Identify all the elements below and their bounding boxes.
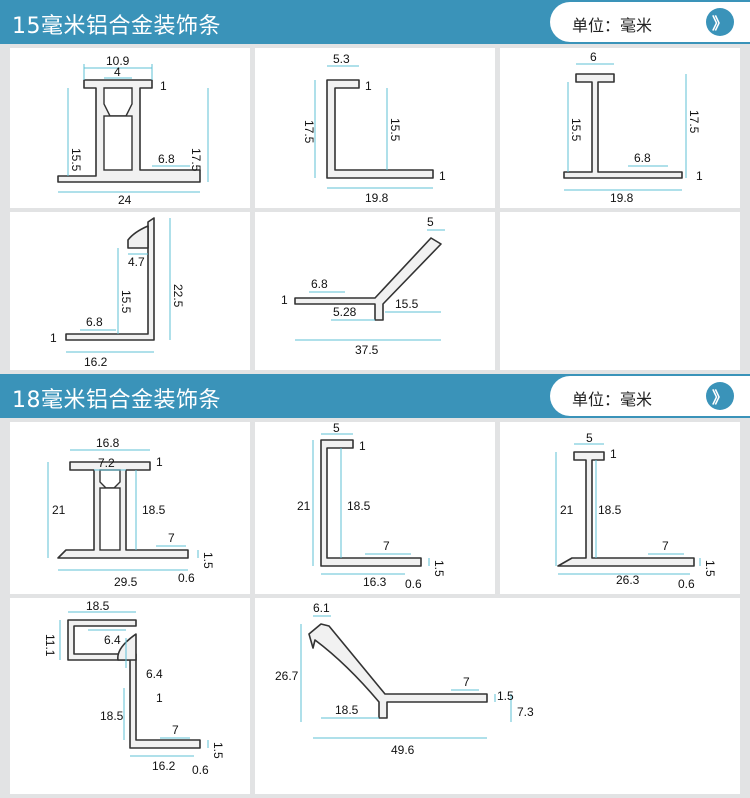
section2-next-button[interactable]: 》	[706, 382, 734, 410]
h-profile-drawing	[57, 79, 201, 183]
dim-label: 1	[160, 79, 167, 93]
dim-label: 1	[156, 691, 163, 705]
dim-label: 1	[50, 331, 57, 345]
dim-label: 29.5	[114, 575, 138, 589]
dim-label: 21	[560, 503, 574, 517]
dim-label: 10.9	[106, 54, 130, 68]
dim-label: 18.5	[347, 499, 371, 513]
dim-label: 16.8	[96, 436, 120, 450]
section2-profile-5: 6.1 26.7 7 1.5 18.5 7.3 49.6	[255, 598, 740, 794]
dim-label: 7	[172, 723, 179, 737]
dim-label: 1	[359, 439, 366, 453]
section1-empty-cell	[500, 212, 740, 370]
dim-label: 37.5	[355, 343, 379, 357]
dim-label: 18.5	[100, 709, 124, 723]
dim-label: 5	[586, 431, 593, 445]
dim-label: 15.5	[569, 118, 583, 142]
dim-label: 49.6	[391, 743, 415, 757]
section1-next-button[interactable]: 》	[706, 8, 734, 36]
section2-profile-4: 18.5 11.1 6.4 6.4 1 18.5 7 1.5 16.2 0.6	[10, 598, 250, 794]
dim-label: 6	[590, 50, 597, 64]
section2-title: 18毫米铝合金装饰条	[12, 388, 221, 413]
dim-label: 1	[439, 169, 446, 183]
dim-label: 17.5	[302, 120, 316, 144]
section1-banner: 15毫米铝合金装饰条 单位：毫米 》	[0, 0, 750, 44]
section2-grid: 16.8 7.2 1 21 18.5 7 1.5 29.5 0.6 5 1 2	[0, 418, 750, 798]
dim-label: 0.6	[178, 571, 195, 585]
section1-unit-pill: 单位：毫米 》	[550, 2, 750, 42]
dim-label: 7.2	[98, 456, 115, 470]
dim-label: 6.8	[158, 152, 175, 166]
section2-profile-2: 5 1 21 18.5 7 1.5 16.3 0.6	[255, 422, 495, 594]
dim-label: 0.6	[678, 577, 695, 591]
dim-label: 15.5	[395, 297, 419, 311]
dim-label: 1	[696, 169, 703, 183]
dim-label: 17.5	[687, 110, 701, 134]
section2-unit-label: 单位：毫米	[572, 390, 653, 409]
dim-label: 0.6	[192, 763, 209, 777]
section2-banner: 18毫米铝合金装饰条 单位：毫米 》	[0, 374, 750, 418]
dim-label: 7.3	[517, 705, 534, 719]
dim-label: 1.5	[432, 560, 446, 577]
dim-label: 19.8	[610, 191, 634, 205]
dim-label: 1	[365, 79, 372, 93]
dim-label: 19.8	[365, 191, 389, 205]
section1-profile-2: 5.3 1 17.5 15.5 1 19.8	[255, 48, 495, 208]
section1-grid: 10.9 4 1 15.5 17.5 6.8 24 5.3 1 17.5 15.…	[0, 44, 750, 374]
dim-label: 6.8	[311, 277, 328, 291]
dim-label: 18.5	[335, 703, 359, 717]
section1-profile-1: 10.9 4 1 15.5 17.5 6.8 24	[10, 48, 250, 208]
dim-label: 16.2	[152, 759, 176, 773]
dim-label: 1	[156, 455, 163, 469]
dim-label: 15.5	[119, 290, 133, 314]
dim-label: 21	[52, 503, 66, 517]
dim-label: 5.28	[333, 305, 357, 319]
dim-label: 1.5	[497, 689, 514, 703]
dim-label: 6.4	[146, 667, 163, 681]
dim-label: 16.2	[84, 355, 108, 369]
dim-label: 6.8	[634, 151, 651, 165]
chevron-double-right-icon: 》	[711, 16, 728, 33]
chevron-double-right-icon: 》	[711, 390, 728, 407]
dim-label: 24	[118, 193, 132, 207]
dim-label: 18.5	[86, 599, 110, 613]
dim-label: 7	[463, 675, 470, 689]
dim-label: 15.5	[388, 118, 402, 142]
dim-label: 1.5	[201, 552, 215, 569]
dim-label: 18.5	[142, 503, 166, 517]
dim-label: 7	[662, 539, 669, 553]
dim-label: 1.5	[703, 560, 717, 577]
dim-label: 1.5	[211, 742, 225, 759]
dim-label: 6.4	[104, 633, 121, 647]
dim-label: 15.5	[69, 148, 83, 172]
section1-unit-label: 单位：毫米	[572, 16, 653, 35]
dim-label: 5	[427, 215, 434, 229]
dim-label: 22.5	[171, 284, 185, 308]
section1-profile-3: 6 15.5 17.5 6.8 1 19.8	[500, 48, 740, 208]
dim-label: 6.8	[86, 315, 103, 329]
dim-label: 5	[333, 422, 340, 435]
dim-label: 18.5	[598, 503, 622, 517]
section1-title: 15毫米铝合金装饰条	[12, 14, 221, 39]
dim-label: 26.7	[275, 669, 299, 683]
section2-unit-pill: 单位：毫米 》	[550, 376, 750, 416]
dim-label: 17.5	[189, 148, 203, 172]
dim-label: 1	[610, 447, 617, 461]
dim-label: 16.3	[363, 575, 387, 589]
dim-label: 1	[281, 293, 288, 307]
dim-label: 6.1	[313, 601, 330, 615]
dim-label: 21	[297, 499, 311, 513]
dim-label: 0.6	[405, 577, 422, 591]
section2-profile-3: 5 1 21 18.5 7 1.5 26.3 0.6	[500, 422, 740, 594]
dim-label: 4.7	[128, 255, 145, 269]
dim-label: 7	[168, 531, 175, 545]
dim-label: 11.1	[43, 634, 57, 657]
dim-label: 5.3	[333, 52, 350, 66]
section2-profile-1: 16.8 7.2 1 21 18.5 7 1.5 29.5 0.6	[10, 422, 250, 594]
dim-label: 26.3	[616, 573, 640, 587]
section1-profile-5: 5 6.8 1 15.5 5.28 37.5	[255, 212, 495, 370]
section1-profile-4: 4.7 22.5 15.5 6.8 1 16.2	[10, 212, 250, 370]
dim-label: 7	[383, 539, 390, 553]
dim-label: 4	[114, 65, 121, 79]
